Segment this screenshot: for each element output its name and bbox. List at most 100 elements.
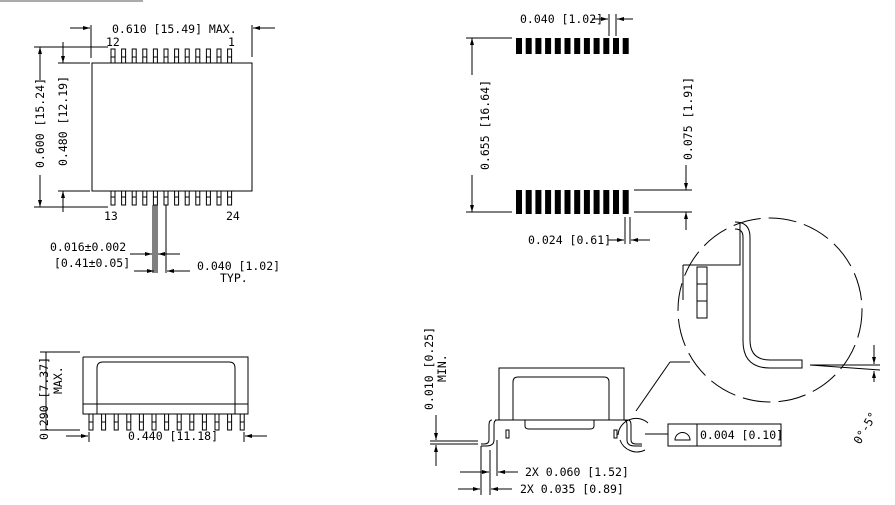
lead <box>113 414 119 431</box>
pad <box>574 38 581 54</box>
standoff-dim-label: 0.010 [0.25] <box>422 327 436 410</box>
bottom-pins <box>110 191 233 206</box>
lead <box>184 191 190 206</box>
standoff-note-label: MIN. <box>435 354 449 382</box>
top-view: 0.610 [15.49] MAX. 12 1 13 24 0.600 [15.… <box>33 22 280 285</box>
pad <box>554 38 561 54</box>
lead-width-dim-label: 0.016±0.002 <box>50 240 126 254</box>
pitch-dim-label: 0.040 [1.02] <box>197 259 280 273</box>
flatness-value-label: 0.004 [0.10] <box>700 428 783 442</box>
pin-1-label: 1 <box>228 35 235 49</box>
pad-pitch-dim-label: 0.040 [1.02] <box>520 12 603 26</box>
side-view: 0.290 [7.37] MAX. 0.440 [11.18] <box>37 351 267 443</box>
pad <box>603 190 610 214</box>
lead <box>142 48 148 63</box>
pad <box>613 38 619 54</box>
height-note-label: MAX. <box>51 366 65 394</box>
lead <box>205 48 211 63</box>
pad <box>574 190 581 214</box>
lead <box>227 414 233 431</box>
lead <box>184 48 190 63</box>
lead <box>214 414 220 431</box>
lead <box>88 414 94 431</box>
lead <box>110 191 116 206</box>
pad <box>516 190 522 214</box>
pad <box>622 38 629 54</box>
lead-angle-label: 0°-5° <box>850 410 879 447</box>
lead <box>176 414 182 431</box>
lead <box>174 48 180 63</box>
lead <box>164 414 170 431</box>
pad <box>516 38 522 54</box>
lead <box>195 191 201 206</box>
lead <box>142 191 148 206</box>
foot-dim-label: 2X 0.035 [0.89] <box>520 482 624 496</box>
top-pad-row <box>516 38 629 54</box>
lead <box>163 48 169 63</box>
pad <box>593 190 600 214</box>
height-dim-label: 0.290 [7.37] <box>37 357 51 440</box>
lead <box>227 191 233 206</box>
body-length-dim-label: 0.480 [12.19] <box>56 76 70 166</box>
lead <box>174 191 180 206</box>
lead <box>227 48 233 63</box>
lead-span-dim-label: 2X 0.060 [1.52] <box>525 465 629 479</box>
pad <box>545 190 552 214</box>
lead <box>138 414 144 431</box>
overall-length-dim-label: 0.600 [15.24] <box>33 78 47 168</box>
profile-of-surface-icon <box>674 432 691 441</box>
pad <box>613 190 619 214</box>
side-pins <box>88 414 245 431</box>
lead <box>189 414 195 431</box>
footprint-view: 0.040 [1.02] 0.655 [16.64] 0.075 [1.91] … <box>466 12 695 247</box>
pad <box>593 38 600 54</box>
pad <box>583 38 590 54</box>
lead <box>131 191 137 206</box>
pad-length-dim-label: 0.075 [1.91] <box>681 77 695 160</box>
flatness-control-frame <box>667 423 782 447</box>
pad <box>583 190 590 214</box>
lead-width-mm-label: [0.41±0.05] <box>54 256 130 270</box>
end-view: 0°-5° 0.004 [0.10] 0.010 [0.25] MIN. 2X … <box>422 217 881 496</box>
lead <box>131 48 137 63</box>
lead <box>195 48 201 63</box>
bottom-pad-row <box>516 190 629 214</box>
lead <box>216 48 222 63</box>
pin-24-label: 24 <box>226 209 240 223</box>
lead <box>163 191 169 206</box>
lead <box>201 414 207 431</box>
pad-width-dim-label: 0.024 [0.61] <box>528 233 611 247</box>
lead <box>121 191 127 206</box>
lead <box>152 191 158 206</box>
detail-lead-stub <box>696 266 708 319</box>
detail-circle <box>677 217 863 403</box>
top-pins <box>110 48 233 63</box>
pin-13-label: 13 <box>104 209 118 223</box>
pad <box>554 190 561 214</box>
lead <box>205 191 211 206</box>
pad <box>525 190 532 214</box>
pad <box>535 190 542 214</box>
pad <box>564 190 571 214</box>
pad <box>603 38 610 54</box>
lead <box>110 48 116 63</box>
lead <box>216 191 222 206</box>
lead <box>101 414 107 431</box>
lead <box>121 48 127 63</box>
pad <box>622 190 629 214</box>
pad <box>535 38 542 54</box>
side-width-dim-label: 0.440 [11.18] <box>128 429 218 443</box>
detail-lead <box>734 221 803 369</box>
pad <box>545 38 552 54</box>
width-dim-label: 0.610 [15.49] MAX. <box>112 22 237 36</box>
package-body-outline <box>91 62 253 192</box>
pad <box>525 38 532 54</box>
lead <box>239 414 245 431</box>
pitch-note-label: TYP. <box>220 271 248 285</box>
lead <box>151 414 157 431</box>
lead <box>126 414 132 431</box>
footprint-overall-dim-label: 0.655 [16.64] <box>478 80 492 170</box>
pad <box>564 38 571 54</box>
pin-12-label: 12 <box>106 35 120 49</box>
